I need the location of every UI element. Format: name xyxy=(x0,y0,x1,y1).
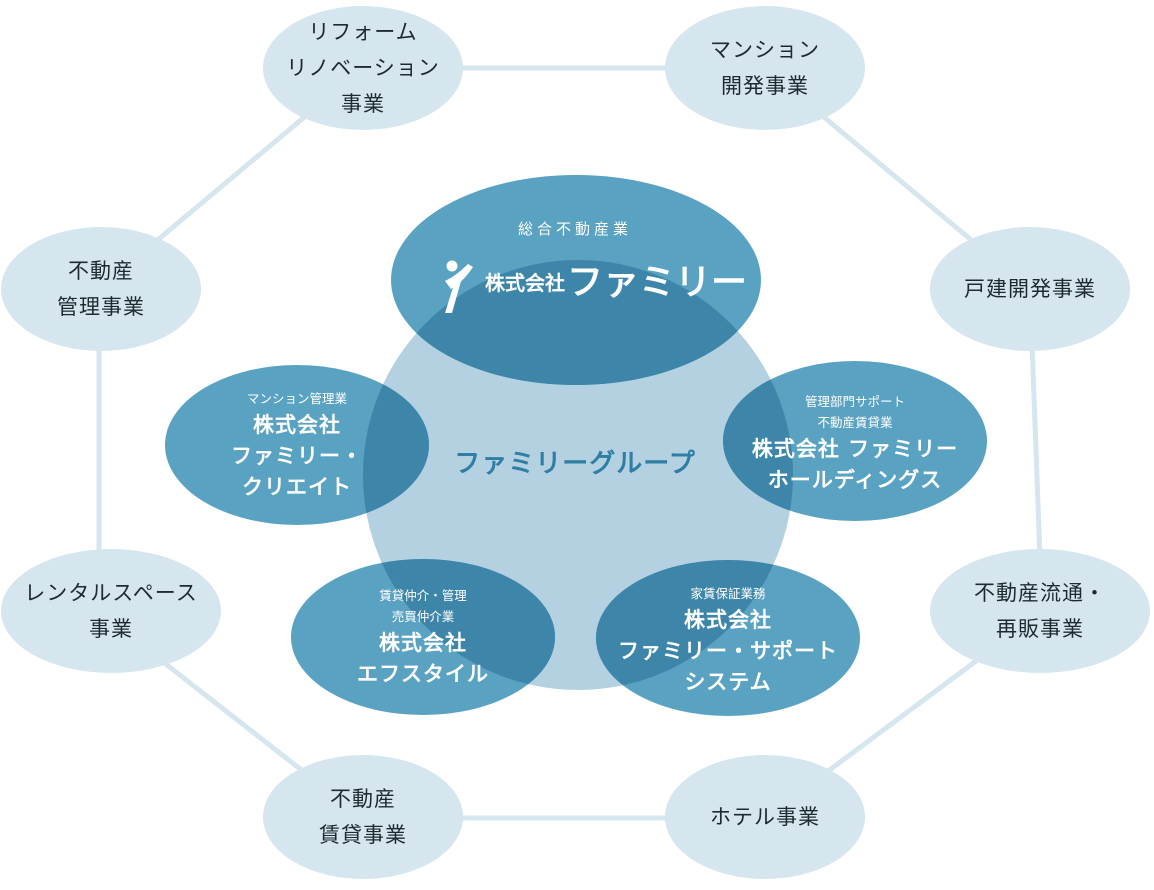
fstyle-company-caption2: 売買仲介業 xyxy=(391,609,455,624)
business-mansion-line2: 開発事業 xyxy=(721,74,809,98)
business-space-node: レンタルスペース 事業 xyxy=(1,549,221,673)
business-management-node: 不動産 管理事業 xyxy=(1,227,201,351)
business-rental-line2: 賃貸事業 xyxy=(319,823,407,847)
business-resale-node: 不動産流通・ 再販事業 xyxy=(930,549,1150,673)
create-company-caption: マンション管理業 xyxy=(246,391,347,406)
support-company-text: 家賃保証業務 株式会社 ファミリー・サポート システム xyxy=(596,573,860,707)
business-resale-line1: 不動産流通・ xyxy=(974,581,1106,605)
holdings-company-line1: 株式会社 ファミリー xyxy=(751,436,959,461)
support-company-line2: ファミリー・サポート xyxy=(618,638,838,663)
group-center-label: ファミリーグループ xyxy=(454,449,696,479)
create-company-line1: 株式会社 xyxy=(253,412,341,437)
family-company-brand: 株式会社ファミリー xyxy=(485,253,747,305)
support-company-caption: 家賃保証業務 xyxy=(690,586,766,601)
fstyle-company-line2: エフスタイル xyxy=(357,661,489,686)
business-mansion-line1: マンション xyxy=(710,38,820,62)
fstyle-company-text: 賃貸仲介・管理 売買仲介業 株式会社 エフスタイル xyxy=(291,570,555,704)
business-house-node: 戸建開発事業 xyxy=(930,227,1130,351)
business-management-line2: 管理事業 xyxy=(57,295,145,319)
business-reform-line3: 事業 xyxy=(341,92,385,116)
support-company-line3: システム xyxy=(684,669,772,694)
create-company-line3: クリエイト xyxy=(242,474,352,499)
create-company-line2: ファミリー・ xyxy=(231,443,363,468)
business-reform-line1: リフォーム xyxy=(308,20,418,44)
business-space-line1: レンタルスペース xyxy=(24,581,198,605)
business-reform-node: リフォーム リノベーション 事業 xyxy=(263,6,463,130)
holdings-company-caption2: 不動産賃貸業 xyxy=(817,415,893,430)
family-person-logo-icon xyxy=(445,260,473,313)
business-hotel-line1: ホテル事業 xyxy=(710,805,820,829)
business-house-line1: 戸建開発事業 xyxy=(964,277,1096,301)
family-company-kabushiki: 株式会社 xyxy=(485,271,565,295)
business-reform-line2: リノベーション xyxy=(286,56,440,80)
create-company-text: マンション管理業 株式会社 ファミリー・ クリエイト xyxy=(165,374,429,516)
holdings-company-caption1: 管理部門サポート xyxy=(804,394,905,409)
business-space-line2: 事業 xyxy=(89,617,133,641)
holdings-company-line2: ホールディングス xyxy=(767,467,943,492)
fstyle-company-caption1: 賃貸仲介・管理 xyxy=(379,588,467,603)
business-mansion-node: マンション 開発事業 xyxy=(665,6,865,130)
business-management-line1: 不動産 xyxy=(68,259,134,283)
business-resale-line2: 再販事業 xyxy=(996,617,1084,641)
overlap-family xyxy=(391,260,761,385)
create-company-ellipse xyxy=(165,365,429,525)
business-rental-node: 不動産 賃貸事業 xyxy=(263,755,463,879)
business-rental-line1: 不動産 xyxy=(330,787,396,811)
fstyle-company-line1: 株式会社 xyxy=(379,630,467,655)
holdings-company-text: 管理部門サポート 不動産賃貸業 株式会社 ファミリー ホールディングス xyxy=(723,372,987,514)
family-company-name: ファミリー xyxy=(567,262,748,303)
support-company-line1: 株式会社 xyxy=(684,607,772,632)
business-hotel-node: ホテル事業 xyxy=(665,755,865,879)
family-company-caption: 総合不動産業 xyxy=(517,220,632,238)
